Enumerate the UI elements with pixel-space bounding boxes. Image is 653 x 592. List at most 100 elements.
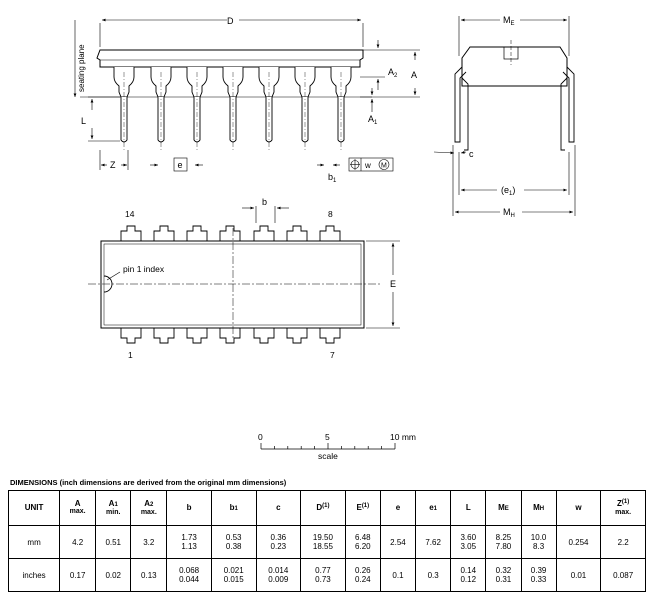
column-header: D(1): [300, 490, 346, 526]
top-pin: [253, 225, 275, 241]
column-header: c: [255, 490, 302, 526]
dim-L-label: L: [81, 116, 86, 126]
table-cell: 0.01: [555, 558, 602, 592]
dim-Z-label: Z: [110, 160, 116, 170]
end-view: [454, 40, 575, 151]
pin-14-label: 14: [125, 209, 135, 219]
dim-b1-label: b1: [328, 172, 337, 184]
bottom-pin: [319, 328, 341, 344]
tolerance-m-label: M: [381, 163, 387, 170]
column-header: L: [450, 490, 487, 526]
column-header: UNIT: [7, 490, 61, 526]
column-header: e1: [415, 490, 452, 526]
table-cell: 0.13: [130, 558, 168, 592]
scale-tick-10: 10 mm: [390, 432, 416, 442]
bottom-pin: [153, 328, 175, 344]
dim-ME-label: ME: [503, 15, 515, 27]
top-pin: [186, 225, 208, 241]
column-header: b1: [210, 490, 257, 526]
unit-cell: mm: [7, 525, 61, 559]
top-pin: [120, 225, 142, 241]
scale-label: scale: [318, 451, 338, 461]
column-header: b: [166, 490, 212, 526]
column-header: e: [379, 490, 417, 526]
dimensions-title: DIMENSIONS (inch dimensions are derived …: [10, 478, 287, 487]
bottom-pin: [286, 328, 308, 344]
pin-7-label: 7: [330, 350, 335, 360]
top-pin: [219, 225, 241, 241]
bottom-pin: [253, 328, 275, 344]
table-cell: 2.54: [379, 525, 417, 559]
side-lead: [186, 67, 208, 150]
column-header: w: [555, 490, 602, 526]
scale-tick-0: 0: [258, 432, 263, 442]
side-lead: [150, 67, 172, 150]
bottom-pin: [186, 328, 208, 344]
column-header: MH: [520, 490, 557, 526]
end-view-dimensions: [433, 16, 576, 216]
dim-A2-label: A2: [388, 67, 398, 79]
table-cell: 0.1: [379, 558, 417, 592]
unit-cell: inches: [7, 558, 61, 592]
pin-1-label: 1: [128, 350, 133, 360]
scale-bar: [260, 443, 396, 450]
table-cell: 0.087: [600, 558, 646, 592]
seating-plane-label: seating plane: [77, 44, 86, 92]
dim-MH-label: MH: [503, 207, 515, 219]
dim-A1-label: A1: [368, 114, 378, 126]
table-cell: 7.62: [415, 525, 452, 559]
top-pin: [319, 225, 341, 241]
bottom-pin: [120, 328, 142, 344]
top-view: [88, 228, 380, 340]
side-lead: [330, 67, 352, 150]
scale-tick-5: 5: [325, 432, 330, 442]
column-header: E(1): [344, 490, 381, 526]
side-view-dimensions: [73, 18, 417, 172]
dim-D-label: D: [227, 16, 234, 26]
dim-A-label: A: [411, 70, 417, 80]
dim-c-label: c: [469, 149, 474, 159]
dim-e-label: e: [178, 160, 183, 170]
pin-8-label: 8: [328, 209, 333, 219]
table-cell: 2.2: [600, 525, 646, 559]
table-cell: 0.254: [555, 525, 602, 559]
top-view-pins: [120, 225, 341, 344]
bottom-pin: [219, 328, 241, 344]
table-cell: 0.02: [95, 558, 132, 592]
dim-e1-label: (e1): [501, 185, 515, 197]
top-pin: [153, 225, 175, 241]
pin1-index-label: pin 1 index: [123, 264, 165, 274]
side-lead: [258, 67, 280, 150]
dim-b-label: b: [262, 197, 267, 207]
table-cell: 4.2: [59, 525, 97, 559]
table-cell: 0.17: [59, 558, 97, 592]
side-view: [80, 49, 420, 98]
top-view-dimensions: [242, 206, 400, 329]
tolerance-w-label: w: [364, 161, 371, 170]
side-lead: [294, 67, 316, 150]
side-lead: [222, 67, 244, 150]
